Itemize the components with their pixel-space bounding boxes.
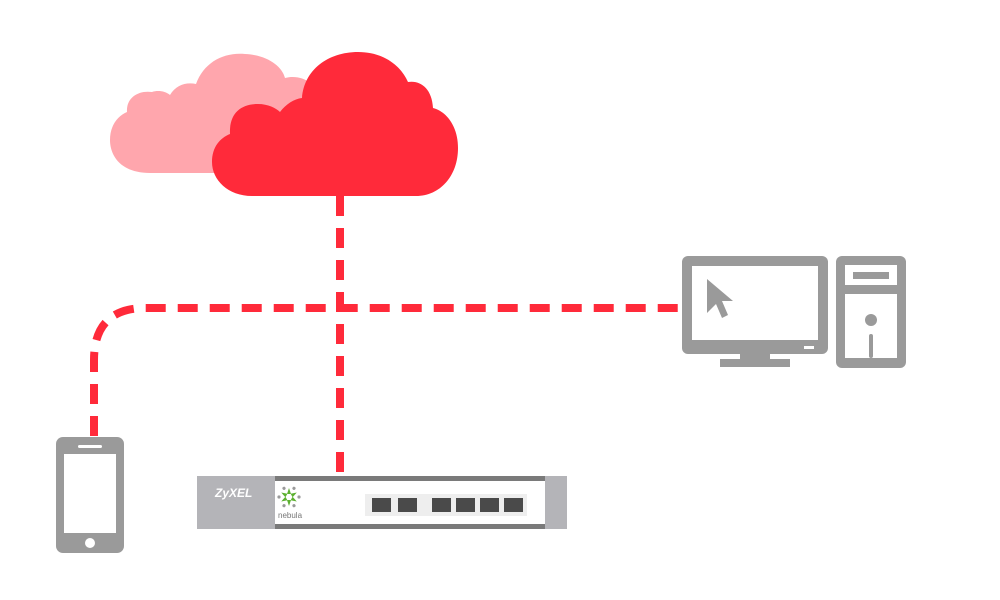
monitor-neck [740, 354, 770, 360]
phone-to-desktop-line [90, 304, 680, 436]
ethernet-port [480, 498, 499, 512]
ethernet-port [456, 498, 475, 512]
ethernet-port [372, 498, 391, 512]
tower-power-button [865, 314, 877, 326]
router-top-edge [275, 476, 545, 481]
nebula-logo-icon [277, 486, 301, 508]
ethernet-port [432, 498, 451, 512]
phone-home-button [85, 538, 95, 548]
ethernet-port [504, 498, 523, 512]
smartphone-icon [56, 437, 124, 553]
connection-lines [90, 196, 680, 476]
router-device: ZyXEL nebula [197, 476, 567, 529]
cloud-main-icon [212, 52, 458, 196]
phone-screen [64, 454, 116, 533]
port-group [372, 498, 523, 512]
tower-drive-slot [853, 272, 889, 279]
router-right-panel [545, 476, 567, 529]
router-brand-label: ZyXEL [214, 486, 252, 500]
ethernet-port [398, 498, 417, 512]
router-left-panel [197, 476, 275, 529]
nebula-label: nebula [278, 511, 303, 520]
router-bottom-edge [275, 524, 545, 529]
mouse-cursor-icon [707, 279, 733, 318]
monitor-led [804, 346, 814, 349]
tower-indicator [869, 334, 873, 358]
desktop-computer-icon [682, 256, 906, 368]
phone-speaker [78, 445, 102, 448]
monitor-base [720, 359, 790, 367]
